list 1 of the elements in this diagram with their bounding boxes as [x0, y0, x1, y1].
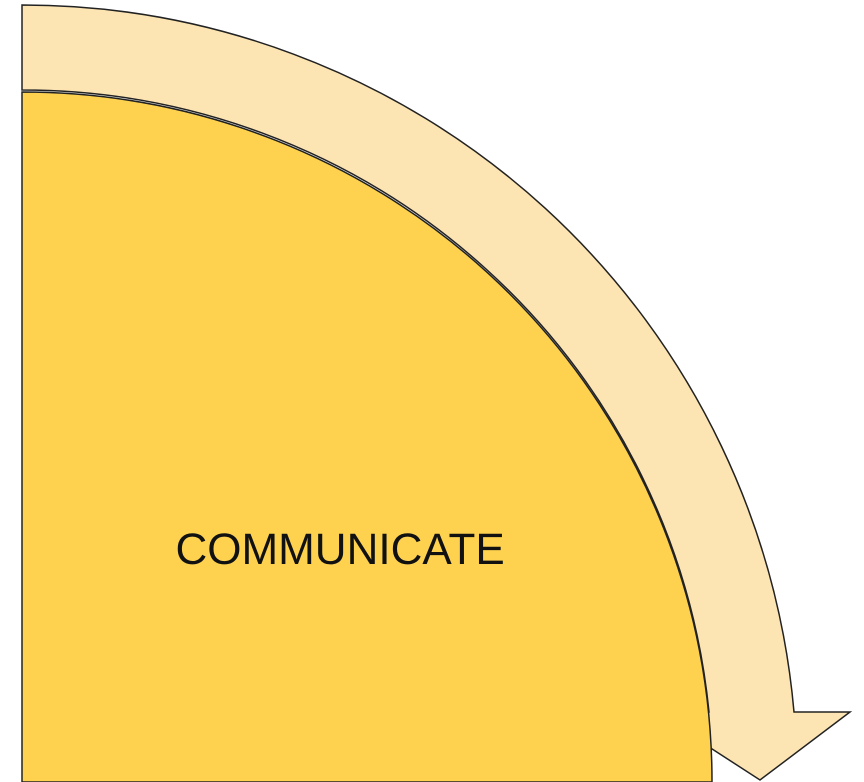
node-label: COMMUNICATE	[176, 525, 505, 575]
